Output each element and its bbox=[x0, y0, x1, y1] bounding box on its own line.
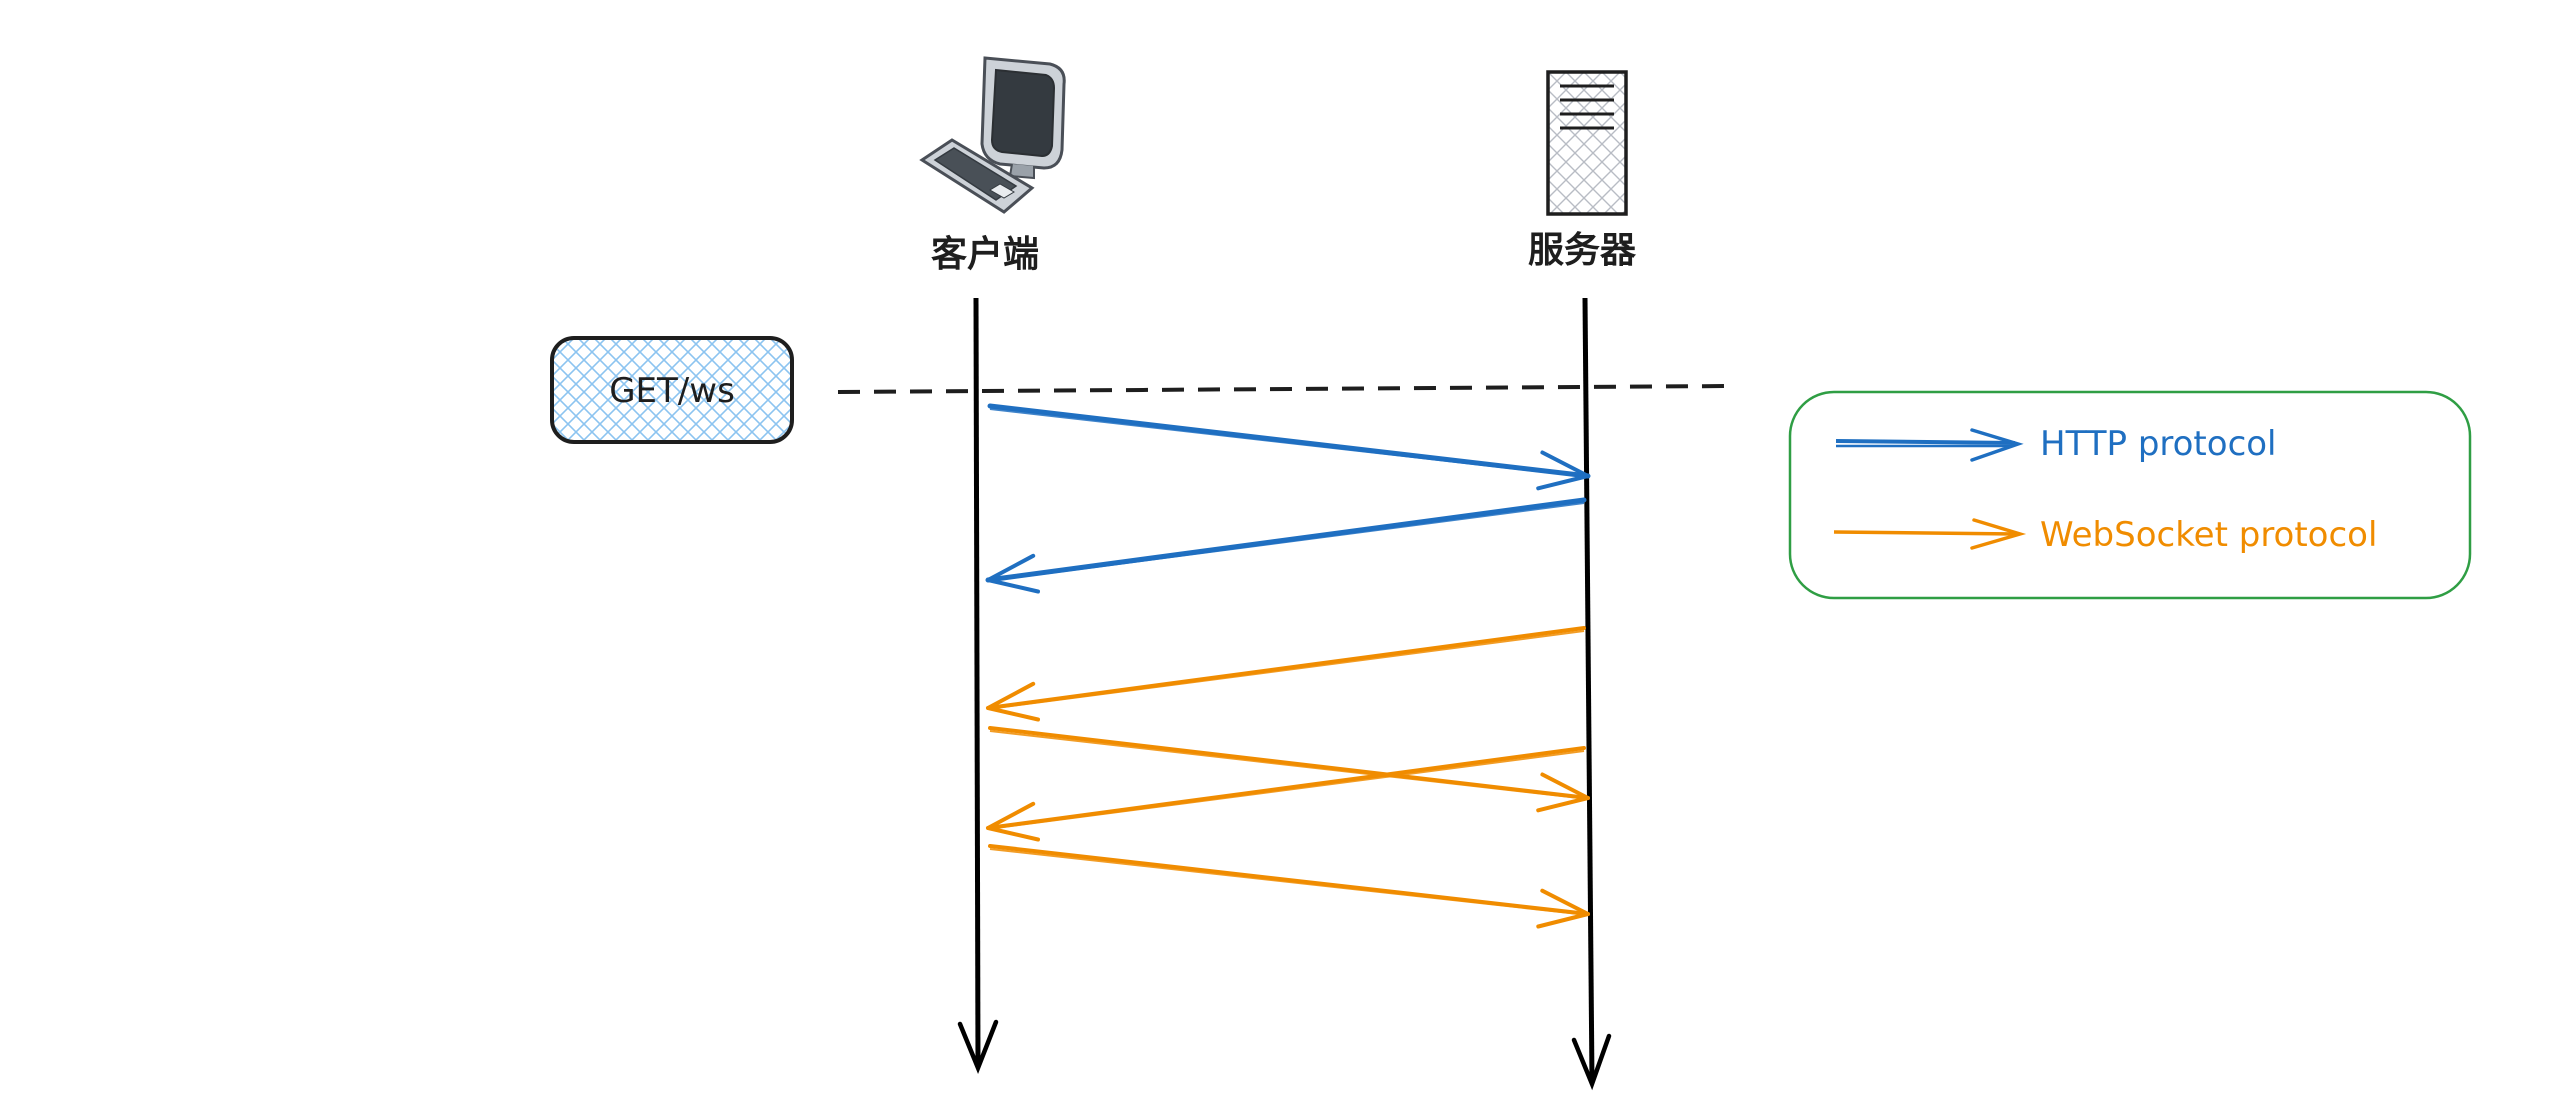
message-arrow-4-websocket bbox=[988, 726, 1590, 813]
handshake-divider bbox=[837, 384, 1731, 394]
server-lifeline bbox=[1571, 297, 1612, 1091]
legend: HTTP protocol WebSocket protocol bbox=[1788, 390, 2472, 600]
request-tag: GET/ws bbox=[550, 336, 794, 444]
computer-icon bbox=[919, 56, 1066, 214]
client-label: 客户端 bbox=[931, 234, 1039, 275]
message-arrow-5-websocket bbox=[986, 746, 1586, 842]
legend-websocket-arrow bbox=[1833, 518, 2027, 550]
server-icon bbox=[1546, 70, 1628, 216]
message-arrow-6-websocket bbox=[988, 844, 1590, 929]
server-label: 服务器 bbox=[1528, 230, 1637, 271]
legend-http-arrow bbox=[1835, 428, 2024, 462]
legend-http-label: HTTP protocol bbox=[2040, 424, 2277, 464]
client-lifeline bbox=[957, 297, 999, 1075]
message-arrows bbox=[985, 403, 1591, 929]
request-tag-label: GET/ws bbox=[609, 371, 735, 411]
message-arrow-3-websocket bbox=[986, 626, 1586, 722]
message-arrow-2-http bbox=[985, 497, 1587, 594]
message-arrow-1-http bbox=[987, 403, 1591, 491]
legend-websocket-label: WebSocket protocol bbox=[2040, 515, 2377, 555]
